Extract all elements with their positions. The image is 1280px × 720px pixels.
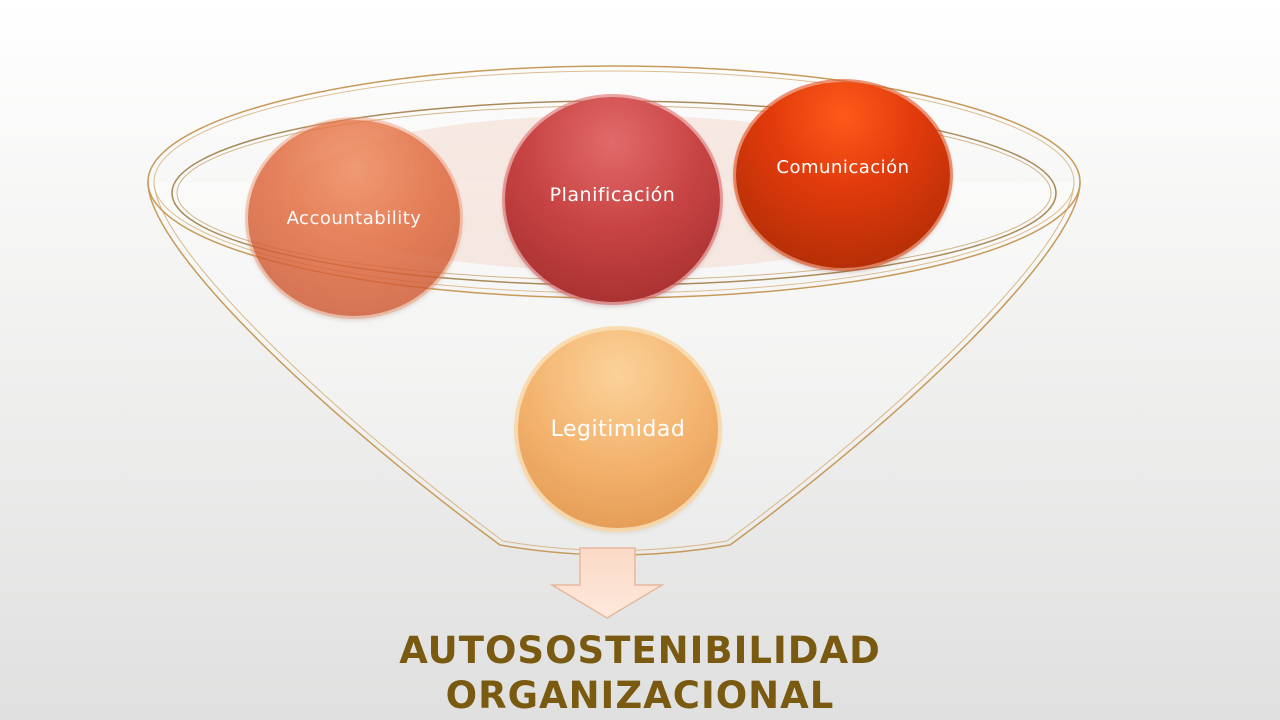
planificacion-label: Planificación: [549, 183, 676, 206]
down-arrow: [549, 547, 665, 619]
comunicacion-circle: Comunicación: [736, 82, 950, 268]
accountability-label: Accountability: [286, 207, 422, 229]
result-title: AUTOSOSTENIBILIDAD ORGANIZACIONAL: [0, 628, 1280, 718]
planificacion-circle: Planificación: [505, 97, 720, 302]
result-title-line2: ORGANIZACIONAL: [445, 674, 835, 717]
comunicacion-label: Comunicación: [776, 156, 910, 178]
result-title-line1: AUTOSOSTENIBILIDAD: [399, 629, 881, 672]
legitimidad-circle: Legitimidad: [518, 330, 718, 528]
accountability-circle: Accountability: [248, 120, 460, 316]
legitimidad-label: Legitimidad: [550, 416, 686, 442]
